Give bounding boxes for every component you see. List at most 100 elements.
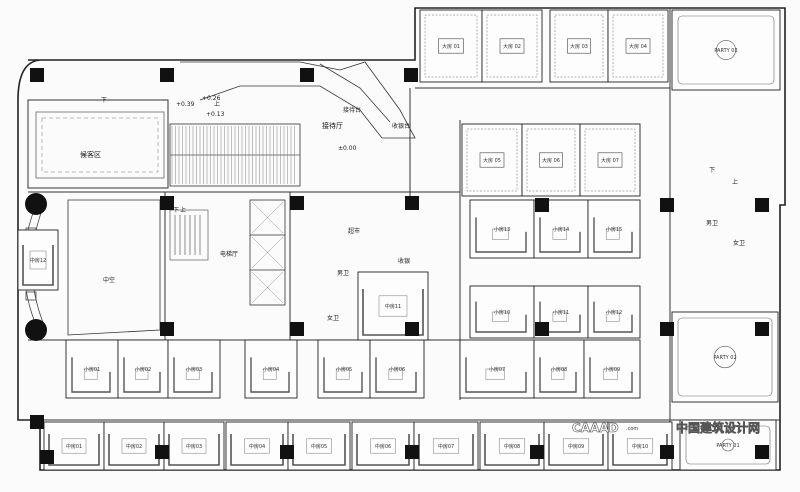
room-large-07-label: 大房 07	[601, 157, 619, 164]
column-17	[280, 445, 294, 459]
room-small-15: 小房15	[587, 199, 641, 259]
column-5	[160, 196, 174, 210]
label-reception-hall: 接待厅	[322, 121, 343, 130]
room-medium-11: 中房11	[357, 271, 429, 341]
label-male-wc-right: 男卫	[706, 220, 718, 227]
label-elevator-hall: 电梯厅	[220, 250, 238, 258]
level-mark-2: +0.26	[202, 95, 221, 102]
escalator-steps	[171, 126, 295, 184]
room-small-02-label: 小房02	[135, 366, 151, 373]
room-small-12-label: 小房12	[606, 309, 622, 316]
column-20	[660, 445, 674, 459]
room-medium-07: 中房07	[413, 421, 479, 471]
column-23	[755, 445, 769, 459]
room-medium-04-label: 中房04	[249, 443, 265, 450]
round-column-top	[25, 193, 47, 215]
label-female-wc: 女卫	[327, 314, 339, 322]
column-3	[300, 68, 314, 82]
room-medium-07-label: 中房07	[438, 443, 454, 450]
room-large-07: 大房 07	[579, 123, 641, 197]
room-small-04: 小房04	[244, 339, 298, 399]
room-large-04: 大房 04	[607, 9, 669, 83]
column-15	[30, 415, 44, 429]
room-medium-12-label: 中房12	[30, 257, 46, 264]
room-medium-06-label: 中房06	[375, 443, 391, 450]
waiting-area	[27, 99, 169, 189]
column-9	[660, 198, 674, 212]
room-small-09: 小房09	[583, 339, 641, 399]
room-party-01-label: PARTY 01	[716, 443, 739, 449]
room-small-05: 小房05	[317, 339, 371, 399]
label-stair-down-3: 下	[709, 167, 715, 174]
outer-walls	[17, 7, 786, 471]
column-18	[405, 445, 419, 459]
room-small-12: 小房12	[587, 285, 641, 339]
column-8	[535, 198, 549, 212]
room-small-13-label: 小房13	[494, 226, 510, 233]
room-small-09-label: 小房09	[604, 366, 620, 373]
room-large-04-label: 大房 04	[629, 43, 647, 50]
label-reception-desk: 接待台	[343, 106, 361, 114]
label-waiting-area: 候客区	[80, 150, 101, 159]
room-medium-06: 中房06	[351, 421, 415, 471]
room-small-13: 小房13	[469, 199, 535, 259]
room-large-05: 大房 05	[461, 123, 523, 197]
label-cashier: 收银台	[392, 122, 410, 130]
room-small-06: 小房06	[369, 339, 425, 399]
room-large-02-label: 大房 02	[503, 43, 521, 50]
room-small-06-label: 小房06	[389, 366, 405, 373]
room-medium-02: 中房02	[103, 421, 165, 471]
room-small-05-label: 小房05	[336, 366, 352, 373]
room-medium-11-label: 中房11	[385, 303, 401, 310]
room-small-03: 小房03	[167, 339, 221, 399]
room-medium-03: 中房03	[163, 421, 225, 471]
column-6	[290, 196, 304, 210]
room-medium-08-label: 中房08	[504, 443, 520, 450]
level-mark-4: ±0.00	[338, 145, 357, 152]
room-large-01: 大房 01	[419, 9, 483, 83]
level-mark-1: +0.39	[176, 101, 195, 108]
atrium-void	[67, 199, 161, 336]
column-21	[755, 198, 769, 212]
room-medium-12: 中房12	[17, 229, 59, 291]
room-small-14-label: 小房14	[553, 226, 569, 233]
column-14	[660, 322, 674, 336]
reception-wall	[180, 61, 416, 139]
room-small-02: 小房02	[117, 339, 169, 399]
room-medium-03-label: 中房03	[186, 443, 202, 450]
label-cashier2: 收银	[398, 257, 410, 265]
room-small-04-label: 小房04	[263, 366, 279, 373]
label-stair-up-2: 上	[180, 206, 186, 214]
watermark-site: 中国建筑设计网	[676, 420, 760, 435]
column-13	[535, 322, 549, 336]
label-female-wc-right: 女卫	[733, 239, 745, 247]
level-mark-3: +0.13	[206, 111, 225, 118]
column-4	[404, 68, 418, 82]
room-medium-10-label: 中房10	[632, 443, 648, 450]
column-7	[405, 196, 419, 210]
room-medium-02-label: 中房02	[126, 443, 142, 450]
room-small-01-label: 小房01	[84, 366, 100, 373]
structural-columns	[25, 68, 769, 464]
column-10	[160, 322, 174, 336]
room-small-10-label: 小房10	[494, 309, 510, 316]
room-medium-04: 中房04	[225, 421, 289, 471]
room-small-01: 小房01	[65, 339, 119, 399]
room-small-07-label: 小房07	[489, 366, 505, 373]
room-medium-05: 中房05	[287, 421, 351, 471]
room-medium-01-label: 中房01	[66, 443, 82, 450]
column-12	[405, 322, 419, 336]
room-large-03: 大房 03	[549, 9, 609, 83]
room-small-10: 小房10	[469, 285, 535, 339]
label-stair-down-2: 下	[173, 207, 179, 214]
column-11	[290, 322, 304, 336]
label-stair-up-3: 上	[732, 178, 738, 186]
room-small-07: 小房07	[459, 339, 535, 399]
room-small-15-label: 小房15	[606, 226, 622, 233]
room-large-06-label: 大房 06	[542, 157, 560, 164]
room-medium-05-label: 中房05	[311, 443, 327, 450]
elevator-core	[249, 199, 286, 306]
